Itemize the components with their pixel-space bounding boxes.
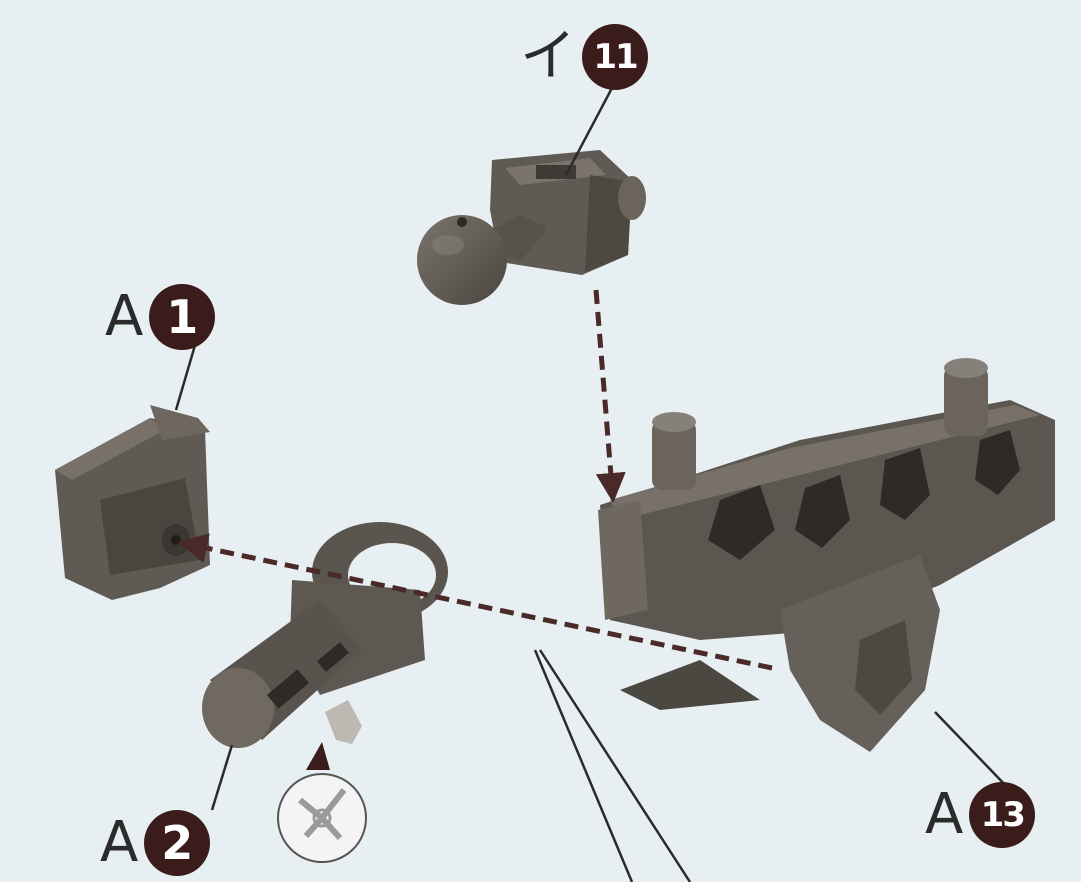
leader-13	[934, 711, 1011, 791]
runner-label: イ	[520, 24, 576, 89]
nipper-cut-icon	[277, 742, 367, 863]
runner-label: A	[105, 284, 144, 349]
part-number-badge: 11	[582, 24, 648, 90]
part-2-peg-joint	[202, 522, 448, 748]
runner-label: A	[100, 810, 139, 875]
leader-extra-a	[533, 649, 634, 882]
leader-extra-b	[538, 649, 692, 882]
part-number-badge: 2	[144, 810, 211, 876]
arrow-part11-down	[593, 289, 626, 503]
leader-11	[564, 87, 614, 176]
part-number-badge: 1	[149, 284, 216, 350]
part-11-ball-joint	[417, 150, 646, 305]
callout-part-1: A 1	[105, 284, 216, 350]
part-13-hex-frame	[598, 358, 1055, 752]
leader-2	[210, 744, 234, 811]
callout-part-11: イ 11	[520, 24, 648, 90]
leader-lines	[174, 87, 1011, 882]
callout-part-2: A 2	[100, 810, 211, 876]
runner-label: A	[925, 782, 964, 847]
callout-part-13: A 13	[925, 782, 1036, 848]
part-number-badge: 13	[969, 782, 1036, 848]
assembly-arrows	[177, 289, 773, 671]
part-1-bracket	[55, 405, 210, 600]
arrow-to-part1	[177, 533, 773, 671]
